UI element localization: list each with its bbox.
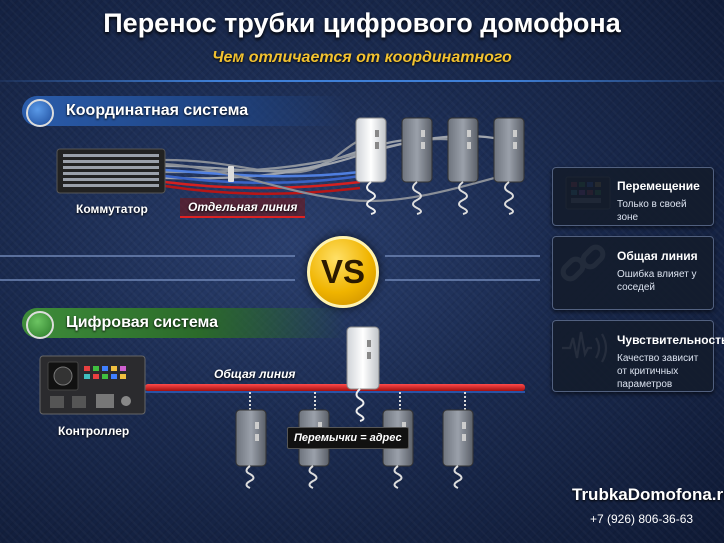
- coordinate-system-title: Координатная система: [66, 102, 249, 119]
- wire-clip: [228, 166, 234, 182]
- handset-grey-3: [493, 117, 525, 215]
- handset-grey-2: [447, 117, 479, 215]
- card-common-line: Общая линия Ошибка влияет у соседей: [552, 236, 714, 310]
- handset-white-digital: [346, 326, 380, 422]
- page-subtitle: Чем отличается от координатного: [212, 49, 512, 66]
- card-movement-desc: Только в своей зоне: [617, 199, 687, 223]
- card-common-line-title: Общая линия: [617, 249, 698, 263]
- card-sensitivity-desc: Качество зависит от критичных параметров: [617, 353, 699, 390]
- digital-system-title: Цифровая система: [66, 314, 219, 331]
- header-divider: [0, 80, 724, 82]
- common-line-label: Общая линия: [214, 367, 296, 381]
- phone-number: +7 (926) 806-36-63: [590, 512, 694, 526]
- card-common-line-desc: Ошибка влияет у соседей: [617, 269, 697, 293]
- card-movement: Перемещение Только в своей зоне: [552, 167, 714, 226]
- card-movement-title: Перемещение: [617, 179, 700, 193]
- card-sensitivity: Чувствительность Качество зависит от кри…: [552, 320, 724, 392]
- separate-line-tag: Отдельная линия: [180, 198, 306, 218]
- controller-label: Контроллер: [58, 424, 130, 438]
- coordinate-system-badge: Координатная система: [22, 96, 346, 127]
- switchboard-device: [56, 148, 166, 194]
- vs-badge: VS: [307, 236, 379, 308]
- card-sensitivity-title: Чувствительность: [617, 333, 724, 347]
- handset-grey-1: [401, 117, 433, 215]
- handset-white-coordinate: [355, 117, 387, 215]
- digital-handset-4: [442, 392, 474, 489]
- jumper-address-tag: Перемычки = адрес: [287, 427, 409, 449]
- controller-device: [39, 355, 146, 415]
- switch-label: Коммутатор: [76, 202, 148, 216]
- grid-icon: [26, 311, 54, 339]
- common-bus-line: [145, 384, 525, 391]
- digital-system-badge: Цифровая система: [22, 308, 346, 339]
- digital-handset-1: [235, 392, 267, 489]
- grid-icon: [26, 99, 54, 127]
- site-link[interactable]: TrubkaDomofona.ru: [572, 485, 724, 504]
- page-title: Перенос трубки цифрового домофона: [103, 8, 621, 38]
